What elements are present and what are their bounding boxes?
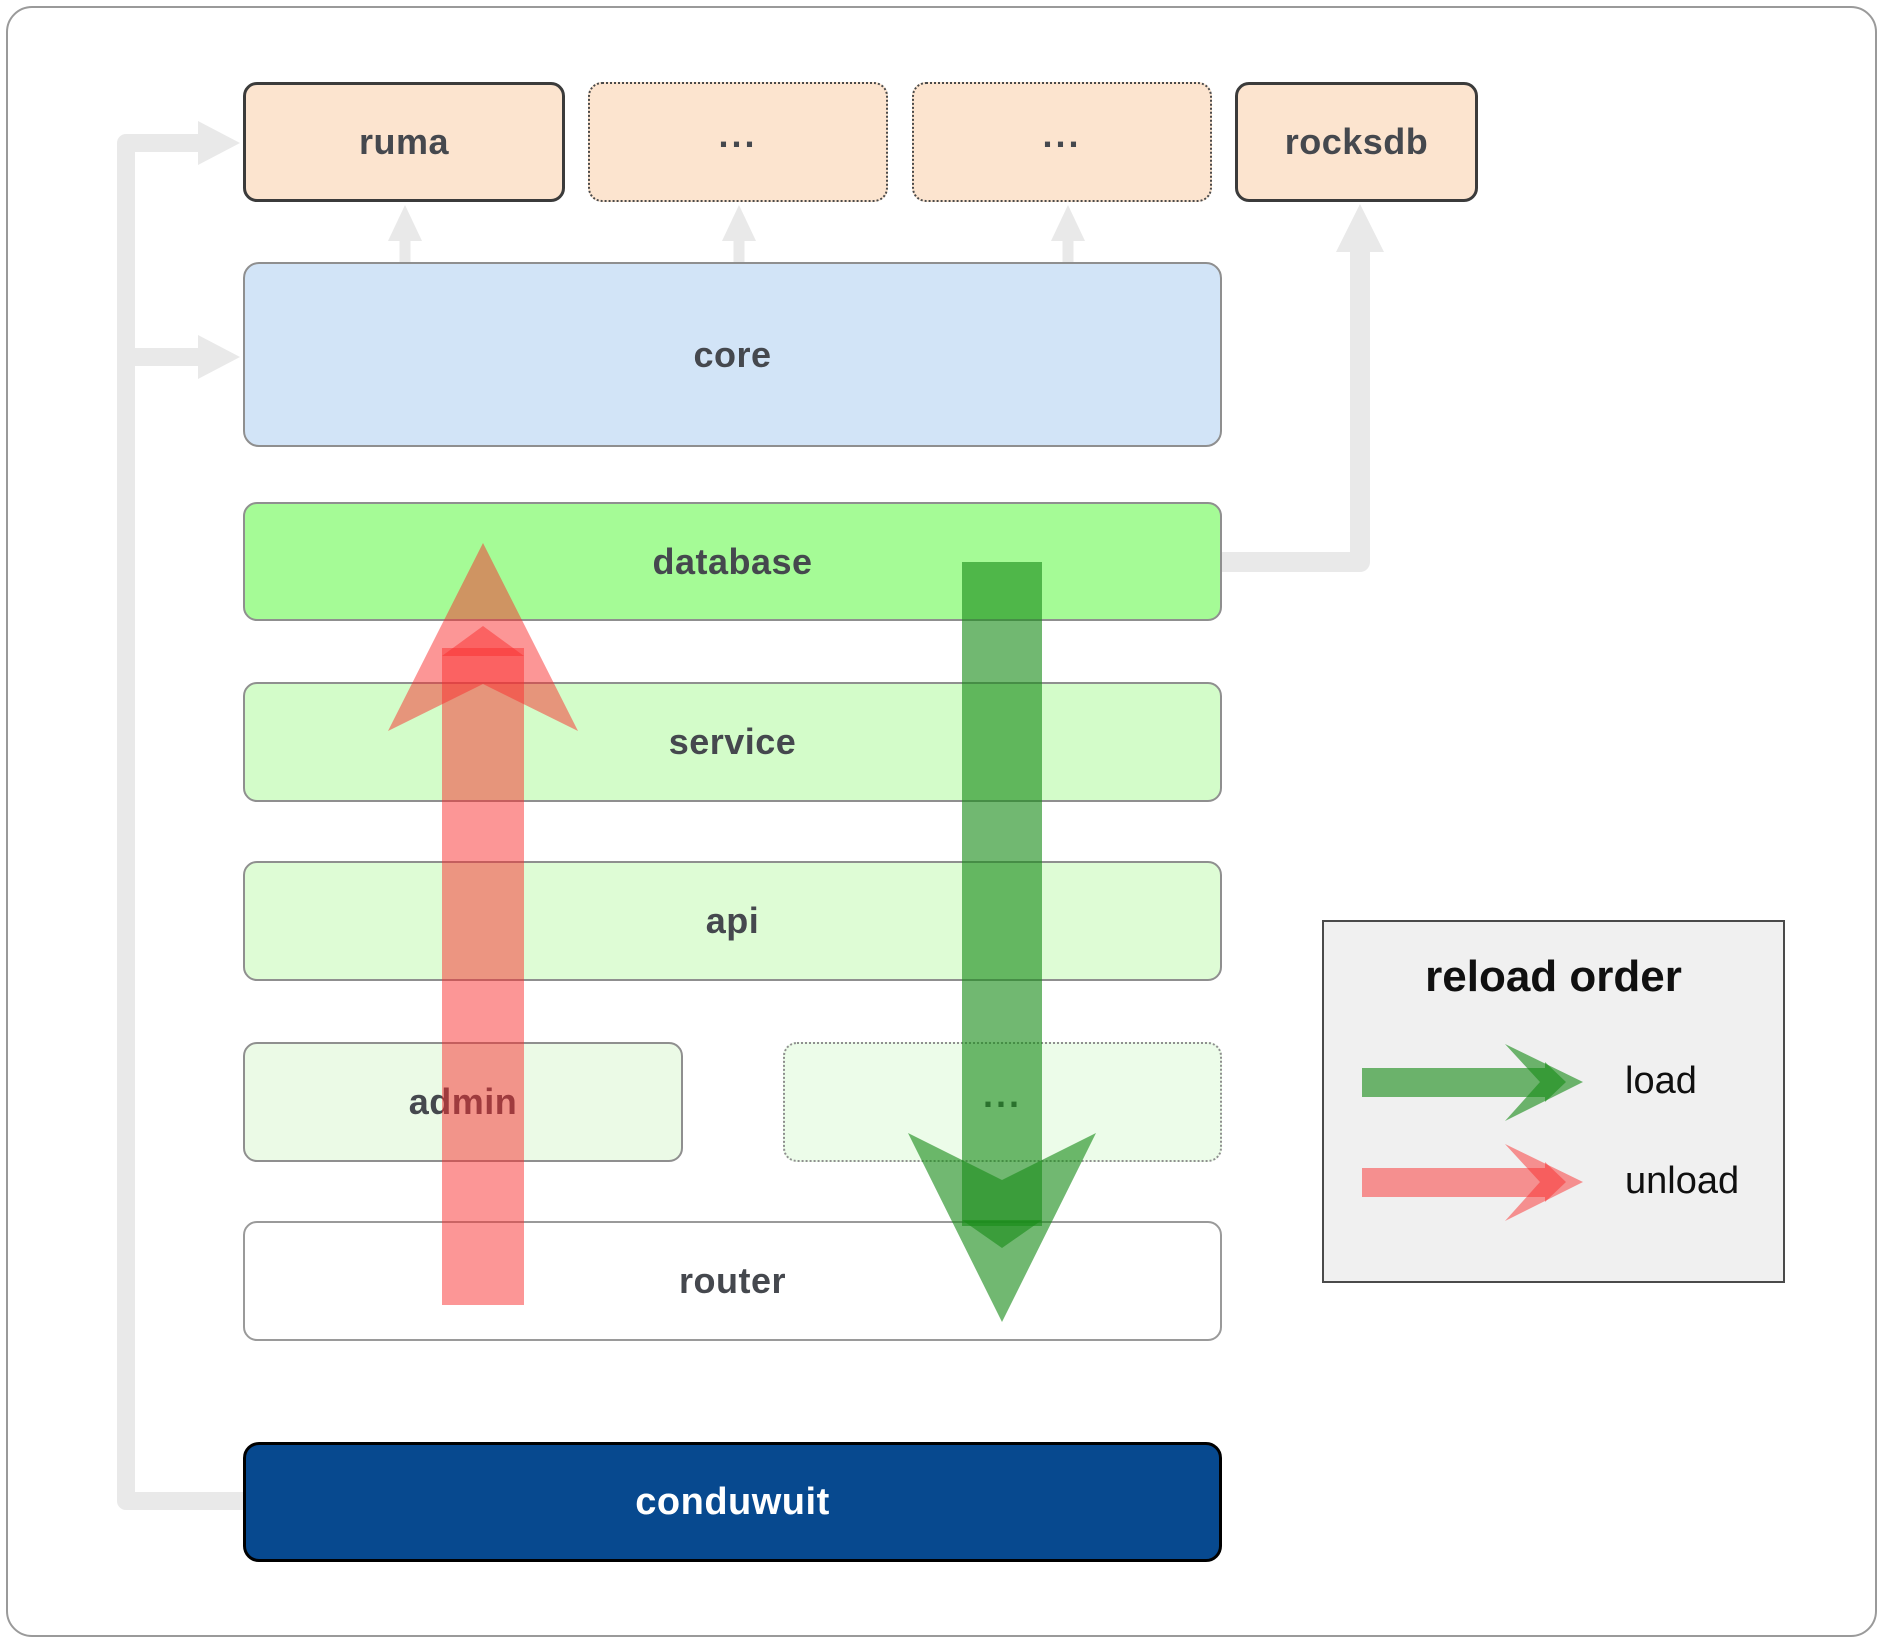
node-ellipsis-top-2: ... [912, 82, 1212, 202]
node-service: service [243, 682, 1222, 802]
node-core: core [243, 262, 1222, 447]
node-label-database: database [652, 540, 813, 582]
node-ellipsis-admin: ... [783, 1042, 1222, 1162]
node-ruma: ruma [243, 82, 565, 202]
legend-label-load: load [1625, 1060, 1697, 1102]
node-label-ellipsis-admin: ... [982, 1074, 1022, 1115]
node-label-ellipsis-top-1: ... [718, 114, 758, 155]
node-database: database [243, 502, 1222, 621]
node-label-router: router [678, 1260, 786, 1301]
node-label-core: core [693, 333, 772, 375]
node-label-ruma: ruma [358, 121, 450, 162]
legend-label-unload: unload [1625, 1160, 1740, 1202]
node-label-ellipsis-top-2: ... [1042, 114, 1082, 155]
node-label-api: api [705, 900, 760, 941]
node-label-admin: admin [408, 1081, 518, 1122]
node-admin: admin [243, 1042, 683, 1162]
node-router: router [243, 1221, 1222, 1341]
node-label-rocksdb: rocksdb [1284, 121, 1429, 162]
node-api: api [243, 861, 1222, 981]
node-ellipsis-top-1: ... [588, 82, 888, 202]
node-rocksdb: rocksdb [1235, 82, 1478, 202]
legend-title: reload order [1425, 952, 1682, 1001]
legend-box: reload order [1322, 920, 1785, 1283]
node-label-service: service [668, 721, 797, 762]
node-label-conduwuit: conduwuit [635, 1480, 830, 1523]
node-conduwuit: conduwuit [243, 1442, 1222, 1562]
